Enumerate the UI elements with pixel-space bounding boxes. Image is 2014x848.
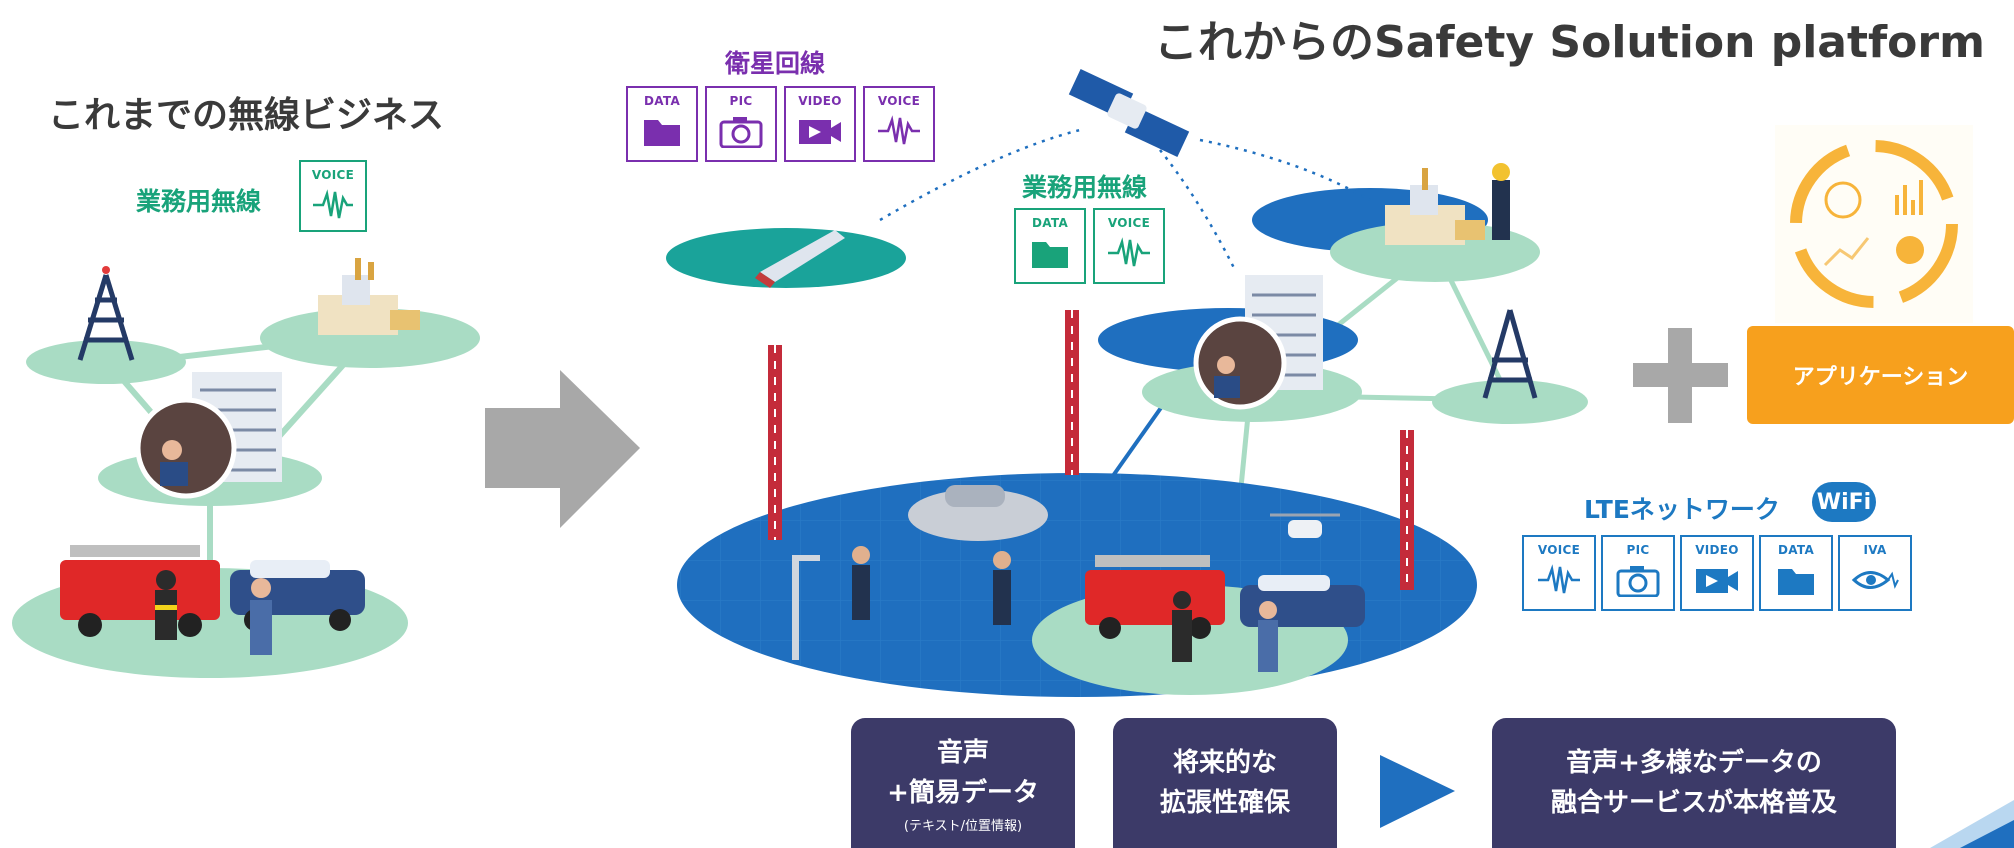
- badge-label: VIDEO: [798, 94, 842, 108]
- worker-icon: [1492, 163, 1510, 240]
- radio-voice-badge: VOICE: [1093, 208, 1165, 284]
- satellite-voice-badge: VOICE: [863, 86, 935, 162]
- transition-arrow-icon: [485, 370, 640, 528]
- car-icon: [908, 485, 1048, 541]
- stage-line1: 将来的な: [1172, 748, 1277, 778]
- radio-label: 業務用無線: [1022, 173, 1148, 202]
- person-icon: [852, 546, 870, 620]
- factory-icon: [1385, 168, 1485, 245]
- badge-label: DATA: [1777, 543, 1815, 557]
- office-building-icon: [1193, 275, 1323, 410]
- badge-label: DATA: [1031, 216, 1069, 230]
- lte-voice-badge: VOICE: [1522, 535, 1596, 611]
- badge-label: DATA: [643, 94, 681, 108]
- video-icon: [1696, 569, 1738, 593]
- stage-line2: +簡易データ: [887, 777, 1039, 808]
- left-voice-badge: VOICE: [299, 160, 367, 232]
- office-building-icon: [135, 372, 282, 499]
- left-network-diagram: [12, 258, 480, 678]
- voice-wave-icon: [1108, 237, 1150, 267]
- wifi-badge-icon: WiFi: [1812, 482, 1876, 522]
- play-arrow-icon: [1380, 755, 1455, 828]
- stage-line1: 音声+多様なデータの: [1566, 748, 1822, 778]
- stage-box-current: 音声 +簡易データ (テキスト/位置情報): [851, 718, 1075, 848]
- lte-label: LTEネットワーク: [1584, 495, 1780, 524]
- satellite-pic-badge: PIC: [705, 86, 777, 162]
- lte-iva-badge: IVA: [1838, 535, 1912, 611]
- radio-data-badge: DATA: [1014, 208, 1086, 284]
- radio-tower-icon: [77, 274, 135, 361]
- fire-truck-icon: [60, 545, 220, 637]
- person-icon: [993, 551, 1011, 625]
- folder-icon: [644, 120, 680, 146]
- badge-label: VIDEO: [1695, 543, 1739, 557]
- stage-box-future: 将来的な 拡張性確保: [1113, 718, 1337, 848]
- voice-wave-icon: [878, 115, 920, 145]
- stage-line2: 拡張性確保: [1159, 788, 1290, 818]
- application-box: アプリケーション: [1747, 326, 2014, 424]
- lattice-tower-icon: [1065, 310, 1079, 475]
- lattice-tower-icon: [768, 345, 782, 540]
- radio-tower-icon: [1482, 309, 1538, 399]
- disc: [26, 340, 186, 384]
- badge-label: PIC: [729, 94, 753, 108]
- factory-icon: [318, 258, 420, 335]
- voice-wave-icon: [1538, 564, 1580, 594]
- folder-icon: [1778, 569, 1814, 595]
- badge-label: VOICE: [1537, 543, 1581, 557]
- ship-icon: [755, 230, 845, 288]
- stage-line1: 音声: [936, 737, 989, 768]
- police-officer-icon: [1258, 601, 1278, 672]
- police-officer-icon: [250, 578, 272, 655]
- lte-data-badge: DATA: [1759, 535, 1833, 611]
- street-lamp-icon: [792, 555, 820, 660]
- badge-label: VOICE: [1107, 216, 1151, 230]
- folder-icon: [1032, 242, 1068, 268]
- satellite-data-badge: DATA: [626, 86, 698, 162]
- firefighter-icon: [1172, 591, 1192, 662]
- disc: [260, 308, 480, 368]
- camera-icon: [719, 117, 763, 148]
- stage-line2: 融合サービスが本格普及: [1550, 788, 1837, 818]
- badge-label: VOICE: [311, 168, 355, 182]
- lte-video-badge: VIDEO: [1680, 535, 1754, 611]
- main-title: これからのSafety Solution platform: [1154, 17, 1985, 68]
- camera-icon: [1616, 566, 1660, 597]
- left-title: これまでの無線ビジネス: [48, 95, 445, 136]
- left-radio-label: 業務用無線: [136, 187, 262, 216]
- satellite-video-badge: VIDEO: [784, 86, 856, 162]
- satellite-label: 衛星回線: [725, 49, 826, 78]
- stage-box-fusion: 音声+多様なデータの 融合サービスが本格普及: [1492, 718, 1896, 848]
- drone-icon: [1270, 513, 1340, 538]
- badge-label: PIC: [1626, 543, 1650, 557]
- plus-icon: [1633, 328, 1728, 423]
- satellite-icon: [1068, 69, 1190, 157]
- lte-pic-badge: PIC: [1601, 535, 1675, 611]
- voice-wave-icon: [313, 189, 353, 219]
- video-icon: [799, 120, 841, 144]
- badge-label: IVA: [1863, 543, 1887, 557]
- lattice-tower-icon: [1400, 430, 1414, 590]
- platform-diagram: [666, 69, 1588, 697]
- firefighter-icon: [155, 570, 177, 640]
- stage-subtext: (テキスト/位置情報): [903, 818, 1023, 834]
- application-cycle-icon: [1775, 125, 1973, 323]
- badge-label: VOICE: [877, 94, 921, 108]
- eye-icon: [1851, 571, 1899, 589]
- signal-waves: [879, 128, 1371, 271]
